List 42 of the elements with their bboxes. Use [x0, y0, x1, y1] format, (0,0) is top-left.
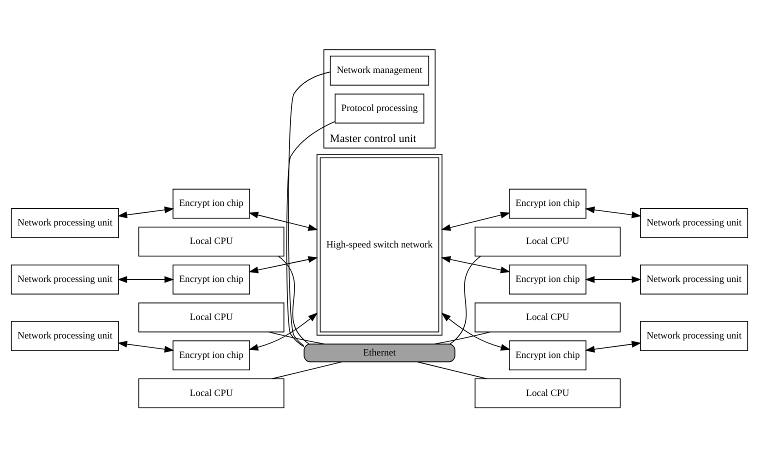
node-box: Local CPU	[138, 302, 284, 332]
arrow	[117, 276, 174, 282]
connector	[288, 71, 331, 346]
node-box: Network processing unit	[10, 320, 119, 350]
node-box: Encrypt ion chip	[508, 188, 586, 218]
node-box: High-speed switch network	[316, 154, 442, 336]
node-box: Network processing unit	[640, 264, 748, 294]
node-box: Local CPU	[138, 378, 284, 408]
node-box: Network processing unit	[640, 320, 748, 350]
connector	[416, 360, 488, 379]
node-box: Encrypt ion chip	[172, 188, 250, 218]
node-box: Local CPU	[474, 226, 621, 256]
arrow	[584, 206, 642, 218]
connector	[286, 120, 336, 347]
arrow	[248, 256, 318, 273]
node-box: Network processing unit	[10, 208, 119, 238]
connector	[450, 255, 482, 344]
node-box: Encrypt ion chip	[508, 264, 586, 294]
arrow	[117, 206, 174, 218]
arrow	[117, 340, 174, 352]
arrow	[441, 312, 510, 350]
node-box: Local CPU	[474, 378, 621, 408]
node-box: Encrypt ion chip	[508, 340, 586, 370]
arrow	[440, 256, 510, 273]
node-box: Network management	[330, 55, 430, 86]
connector	[434, 331, 491, 344]
node-box: Ethernet	[304, 343, 456, 362]
node-box: Local CPU	[138, 226, 284, 256]
node-box: Network processing unit	[640, 208, 748, 238]
node-box: Protocol processing	[334, 93, 424, 123]
arrow	[248, 312, 318, 350]
arrow	[584, 340, 642, 352]
arrow	[440, 211, 510, 230]
arrow	[584, 276, 642, 282]
connector	[268, 331, 326, 344]
node-box: Encrypt ion chip	[172, 340, 250, 370]
node-box: Network processing unit	[10, 264, 119, 294]
arrow	[248, 211, 318, 230]
connector	[272, 360, 342, 379]
node-box: Local CPU	[474, 302, 621, 332]
node-box: Encrypt ion chip	[172, 264, 250, 294]
connector	[278, 255, 310, 344]
